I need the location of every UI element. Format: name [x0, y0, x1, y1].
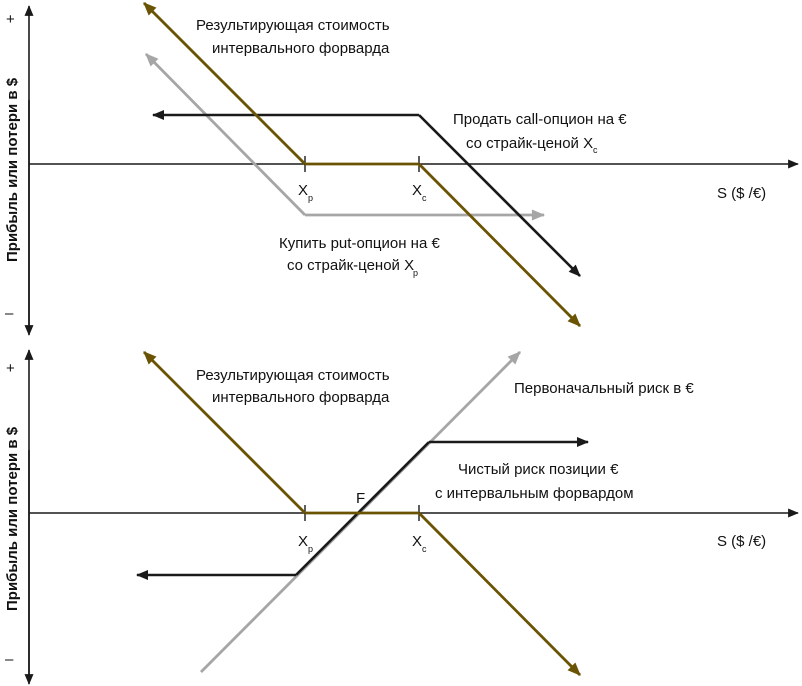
bottom-net-risk-slope — [295, 441, 430, 576]
bottom-x-axis-label: S ($ /€) — [717, 533, 766, 550]
top-y-axis-label: Прибыль или потери в $ — [4, 77, 21, 262]
top-buy-put-line — [145, 53, 306, 216]
bottom-result-left — [143, 351, 306, 514]
top-sell-call-sub: c — [593, 145, 598, 155]
top-buy-put-sub: p — [413, 268, 418, 278]
top-x-axis-label: S ($ /€) — [717, 185, 766, 202]
top-result-label-1: Результирующая стоимость — [196, 17, 390, 34]
bottom-tick-xc-label: X — [412, 533, 422, 550]
top-panel: + – Прибыль или потери в $ S ($ /€) X p … — [4, 2, 799, 336]
top-plus-sign: + — [6, 11, 15, 28]
bottom-panel: + – Прибыль или потери в $ S ($ /€) X p … — [4, 349, 799, 685]
bottom-result-right — [418, 512, 581, 676]
top-result-right — [418, 163, 581, 327]
bottom-result-label-2: интервального форварда — [212, 389, 390, 406]
bottom-result-label-1: Результирующая стоимость — [196, 367, 390, 384]
top-result-left — [143, 2, 306, 165]
top-sell-call-label-1: Продать call-опцион на € — [453, 111, 627, 128]
top-tick-xp-sub: p — [308, 193, 313, 203]
top-buy-put-label-2: со страйк-ценой X — [287, 257, 414, 274]
bottom-tick-xp-label: X — [298, 533, 308, 550]
bottom-tick-xc-sub: c — [422, 544, 427, 554]
top-sell-call-slope — [418, 114, 581, 277]
top-buy-put-label-1: Купить put-опцион на € — [279, 235, 440, 252]
bottom-y-axis-label: Прибыль или потери в $ — [4, 426, 21, 611]
bottom-f-label: F — [356, 490, 365, 507]
bottom-minus-sign: – — [5, 651, 14, 668]
top-sell-call-label-2: со страйк-ценой X — [466, 135, 593, 152]
top-tick-xp-label: X — [298, 182, 308, 199]
bottom-net-risk-label-1: Чистый риск позиции € — [458, 461, 619, 478]
bottom-tick-xp-sub: p — [308, 544, 313, 554]
bottom-initial-risk-label: Первоначальный риск в € — [514, 380, 694, 397]
bottom-plus-sign: + — [6, 360, 15, 377]
top-tick-xc-sub: c — [422, 193, 427, 203]
bottom-net-risk-label-2: с интервальным форвардом — [435, 485, 634, 502]
top-result-label-2: интервального форварда — [212, 40, 390, 57]
top-minus-sign: – — [5, 305, 14, 322]
top-tick-xc-label: X — [412, 182, 422, 199]
